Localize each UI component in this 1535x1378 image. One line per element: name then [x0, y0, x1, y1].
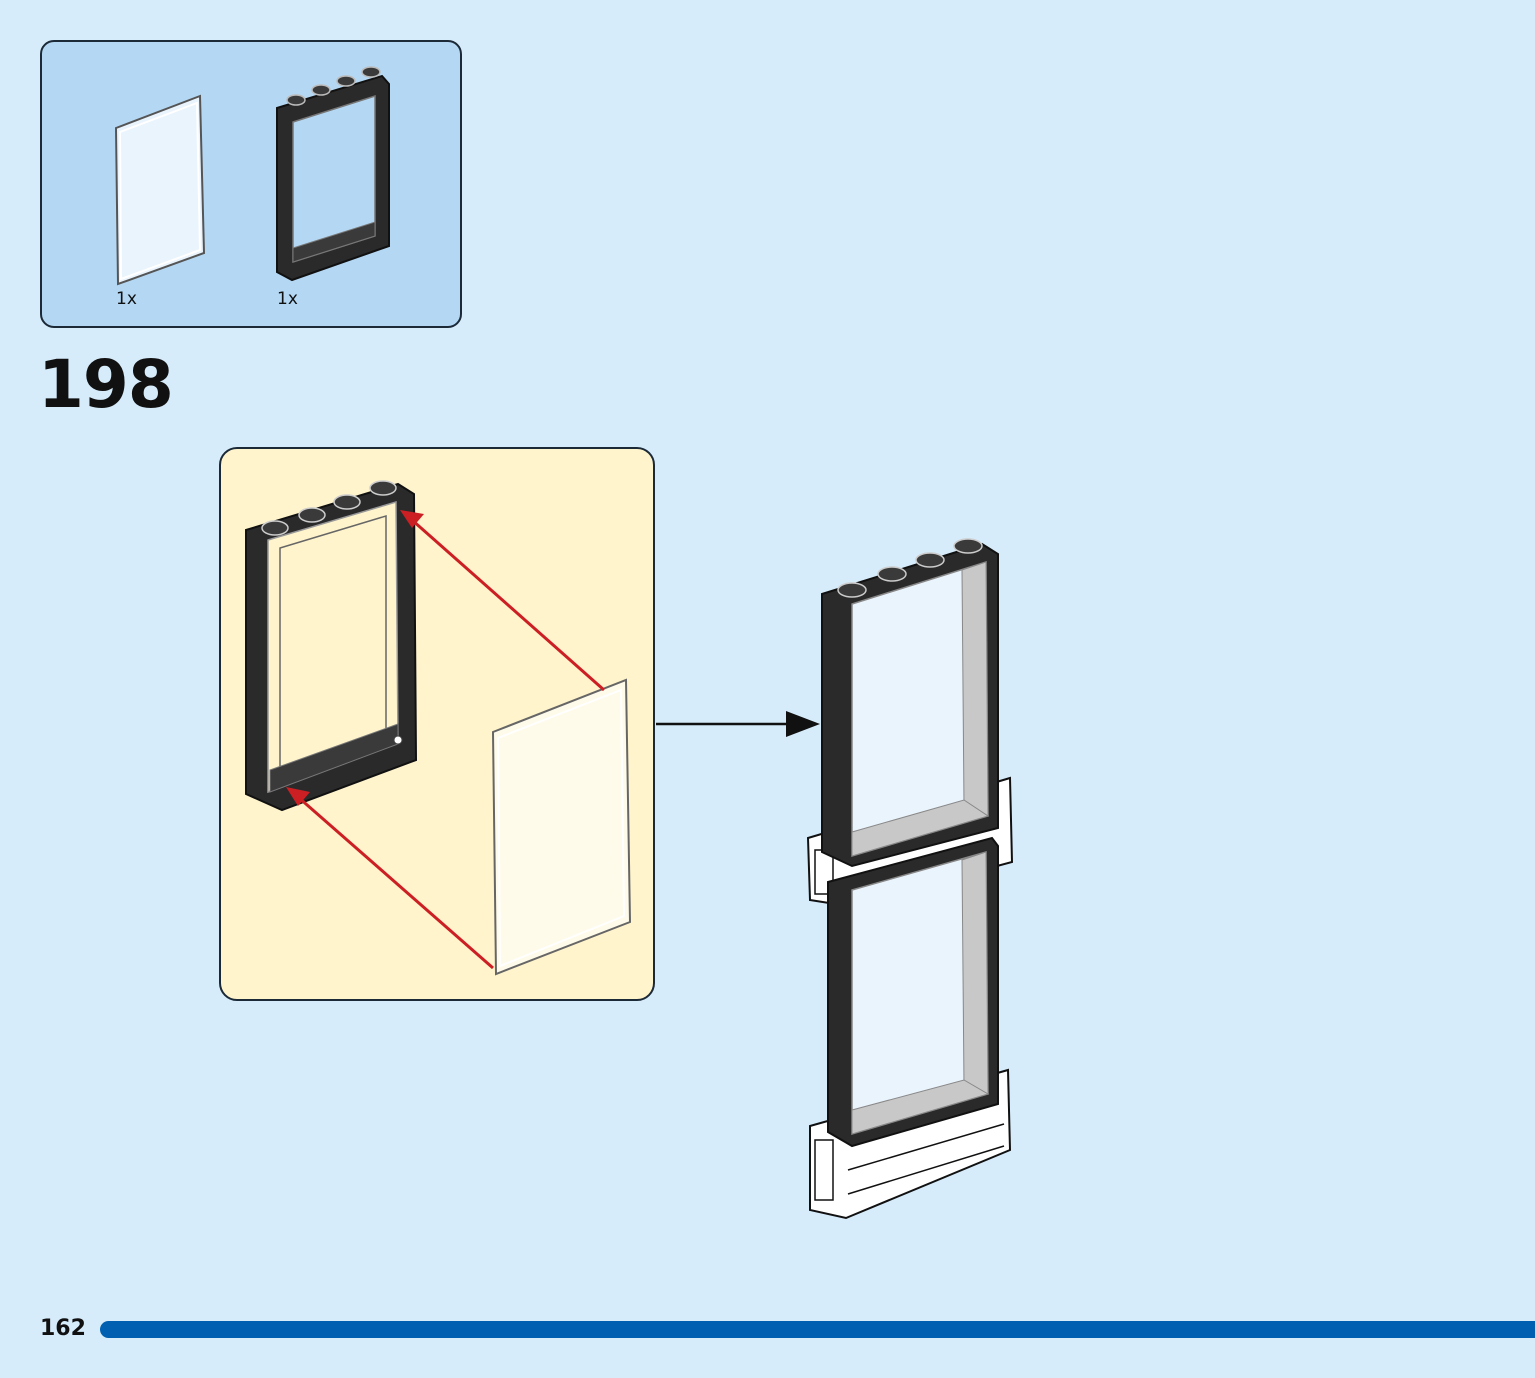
main-arrow: [656, 711, 820, 737]
window-frame-part: [276, 66, 390, 282]
part-count-frame: 1x: [277, 289, 298, 309]
main-lower-window: [827, 836, 999, 1148]
parts-list-box: 1x 1x: [40, 40, 462, 328]
glass-pane-part: [114, 94, 206, 286]
callout-red-arrows: [286, 510, 605, 970]
callout-glass-pane: [491, 678, 632, 976]
callout-window-frame: [245, 480, 418, 812]
page-number: 162: [40, 1316, 86, 1341]
main-upper-window: [821, 538, 999, 868]
step-number: 198: [38, 346, 174, 423]
part-count-glass: 1x: [116, 289, 137, 309]
progress-bar: [100, 1321, 1535, 1338]
